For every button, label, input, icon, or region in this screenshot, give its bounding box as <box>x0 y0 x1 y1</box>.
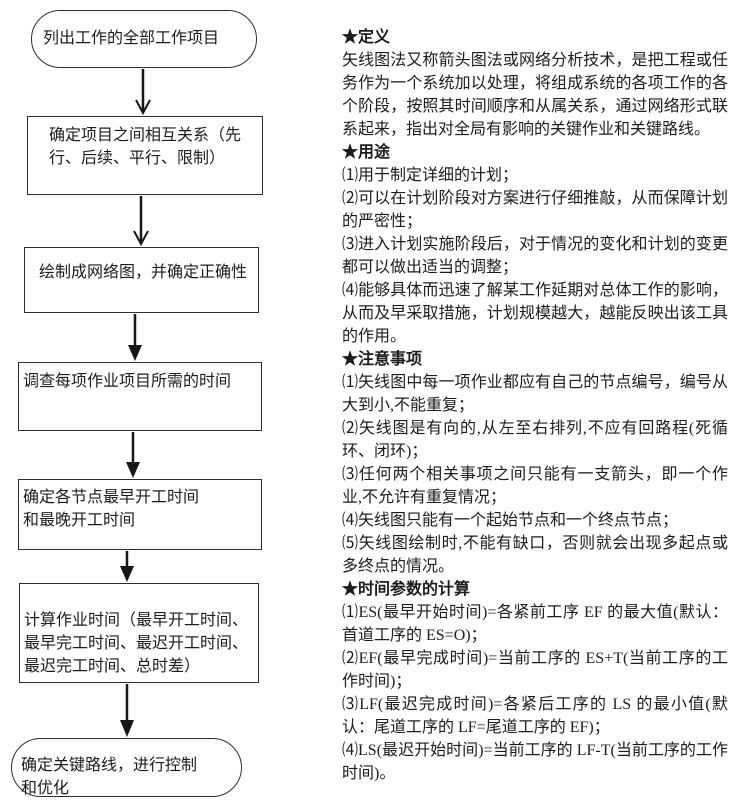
flow-step-label: 计算作业时间（最早开工时间、 最早完工时间、最迟开工时间、 最迟完工时间、总时差… <box>24 612 249 675</box>
section-paragraph: ⑶任何两个相关事项之间只能有一支箭头，即一个作业,不允许有重复情况； <box>342 466 728 506</box>
section-paragraph: ⑷LS(最迟开始时间)=当前工序的 LF-T(当前工序的工作时间)。 <box>342 742 728 782</box>
flow-step-start-terminator: 列出工作的全部工作项目 <box>31 10 257 68</box>
flow-step-label: 确定各节点最早开工时间 和最晚开工时间 <box>23 489 200 529</box>
section-cautions: ★注意事项 ⑴矢线图中每一项作业都应有自己的节点编号，编号从大到小,不能重复； … <box>342 348 728 578</box>
section-paragraph: ⑸矢线图绘制时,不能有缺口，否则就会出现多起点或多终点的情况。 <box>342 535 728 575</box>
section-paragraph: ⑴ES(最早开始时间)=各紧前工序 EF 的最大值(默认：首道工序的 ES=O)… <box>342 604 728 644</box>
section-paragraph: ⑶进入计划实施阶段后，对于情况的变化和计划的变更都可以做出适当的调整； <box>342 236 728 276</box>
flow-step-label: 绘制成网络图，并确定正确性 <box>39 264 248 281</box>
section-heading: ★时间参数的计算 <box>342 581 471 598</box>
section-paragraph: 矢线图法又称箭头图法或网络分析技术，是把工程或任务作为一个系统加以处理，将组成系… <box>342 52 728 138</box>
section-paragraph: ⑵可以在计划阶段对方案进行仔细推敲，从而保障计划的严密性； <box>342 190 728 230</box>
arrowhead-solid-6 <box>120 720 134 737</box>
section-paragraph: ⑴矢线图中每一项作业都应有自己的节点编号，编号从大到小,不能重复； <box>342 374 728 414</box>
section-heading: ★定义 <box>342 29 391 46</box>
section-uses: ★用途 ⑴用于制定详细的计划； ⑵可以在计划阶段对方案进行仔细推敲，从而保障计划… <box>342 141 728 348</box>
flow-step-survey-time: 调查每项作业项目所需的时间 <box>18 362 262 431</box>
flow-step-label: 列出工作的全部工作项目 <box>43 30 220 47</box>
flow-step-label: 确定关键路线，进行控制 和优化 <box>21 757 198 797</box>
flow-step-draw-network: 绘制成网络图，并确定正确性 <box>24 247 259 313</box>
arrowhead-solid-5 <box>120 566 134 582</box>
section-definition: ★定义 矢线图法又称箭头图法或网络分析技术，是把工程或任务作为一个系统加以处理，… <box>342 26 728 141</box>
flow-step-node-times: 确定各节点最早开工时间 和最晚开工时间 <box>18 479 262 550</box>
section-time-parameters: ★时间参数的计算 ⑴ES(最早开始时间)=各紧前工序 EF 的最大值(默认：首道… <box>342 578 728 785</box>
section-heading: ★用途 <box>342 144 391 161</box>
arrowhead-solid-4 <box>126 462 140 478</box>
flow-step-end-terminator: 确定关键路线，进行控制 和优化 <box>11 738 242 797</box>
flow-step-relations: 确定项目之间相互关系（先 行、后续、平行、限制） <box>27 116 263 195</box>
section-paragraph: ⑵矢线图是有向的,从左至右排列,不应有回路程(死循环、闭环)； <box>342 420 728 460</box>
notes-column: ★定义 矢线图法又称箭头图法或网络分析技术，是把工程或任务作为一个系统加以处理，… <box>342 26 728 785</box>
flow-step-label: 确定项目之间相互关系（先 行、后续、平行、限制） <box>49 127 242 167</box>
section-paragraph: ⑷矢线图只能有一个起始节点和一个终点节点； <box>342 512 679 529</box>
flow-step-label: 调查每项作业项目所需的时间 <box>23 373 232 390</box>
section-paragraph: ⑴用于制定详细的计划； <box>342 167 519 184</box>
section-paragraph: ⑶LF(最迟完成时间)=各紧后工序的 LS 的最小值(默认：尾道工序的 LF=尾… <box>342 696 728 736</box>
section-paragraph: ⑷能够具体而迅速了解某工作延期对总体工作的影响，从而及早采取措施，计划规模越大，… <box>342 282 728 345</box>
arrowhead-open-1 <box>135 99 151 116</box>
section-paragraph: ⑵EF(最早完成时间)=当前工序的 ES+T(当前工序的工作时间)； <box>342 650 728 690</box>
flowchart: 列出工作的全部工作项目 确定项目之间相互关系（先 行、后续、平行、限制） 绘制成… <box>0 0 290 810</box>
flow-step-calc-times: 计算作业时间（最早开工时间、 最早完工时间、最迟开工时间、 最迟完工时间、总时差… <box>19 583 259 683</box>
section-heading: ★注意事项 <box>342 351 423 368</box>
arrowhead-open-2 <box>133 230 149 247</box>
arrowhead-solid-3 <box>128 345 142 361</box>
